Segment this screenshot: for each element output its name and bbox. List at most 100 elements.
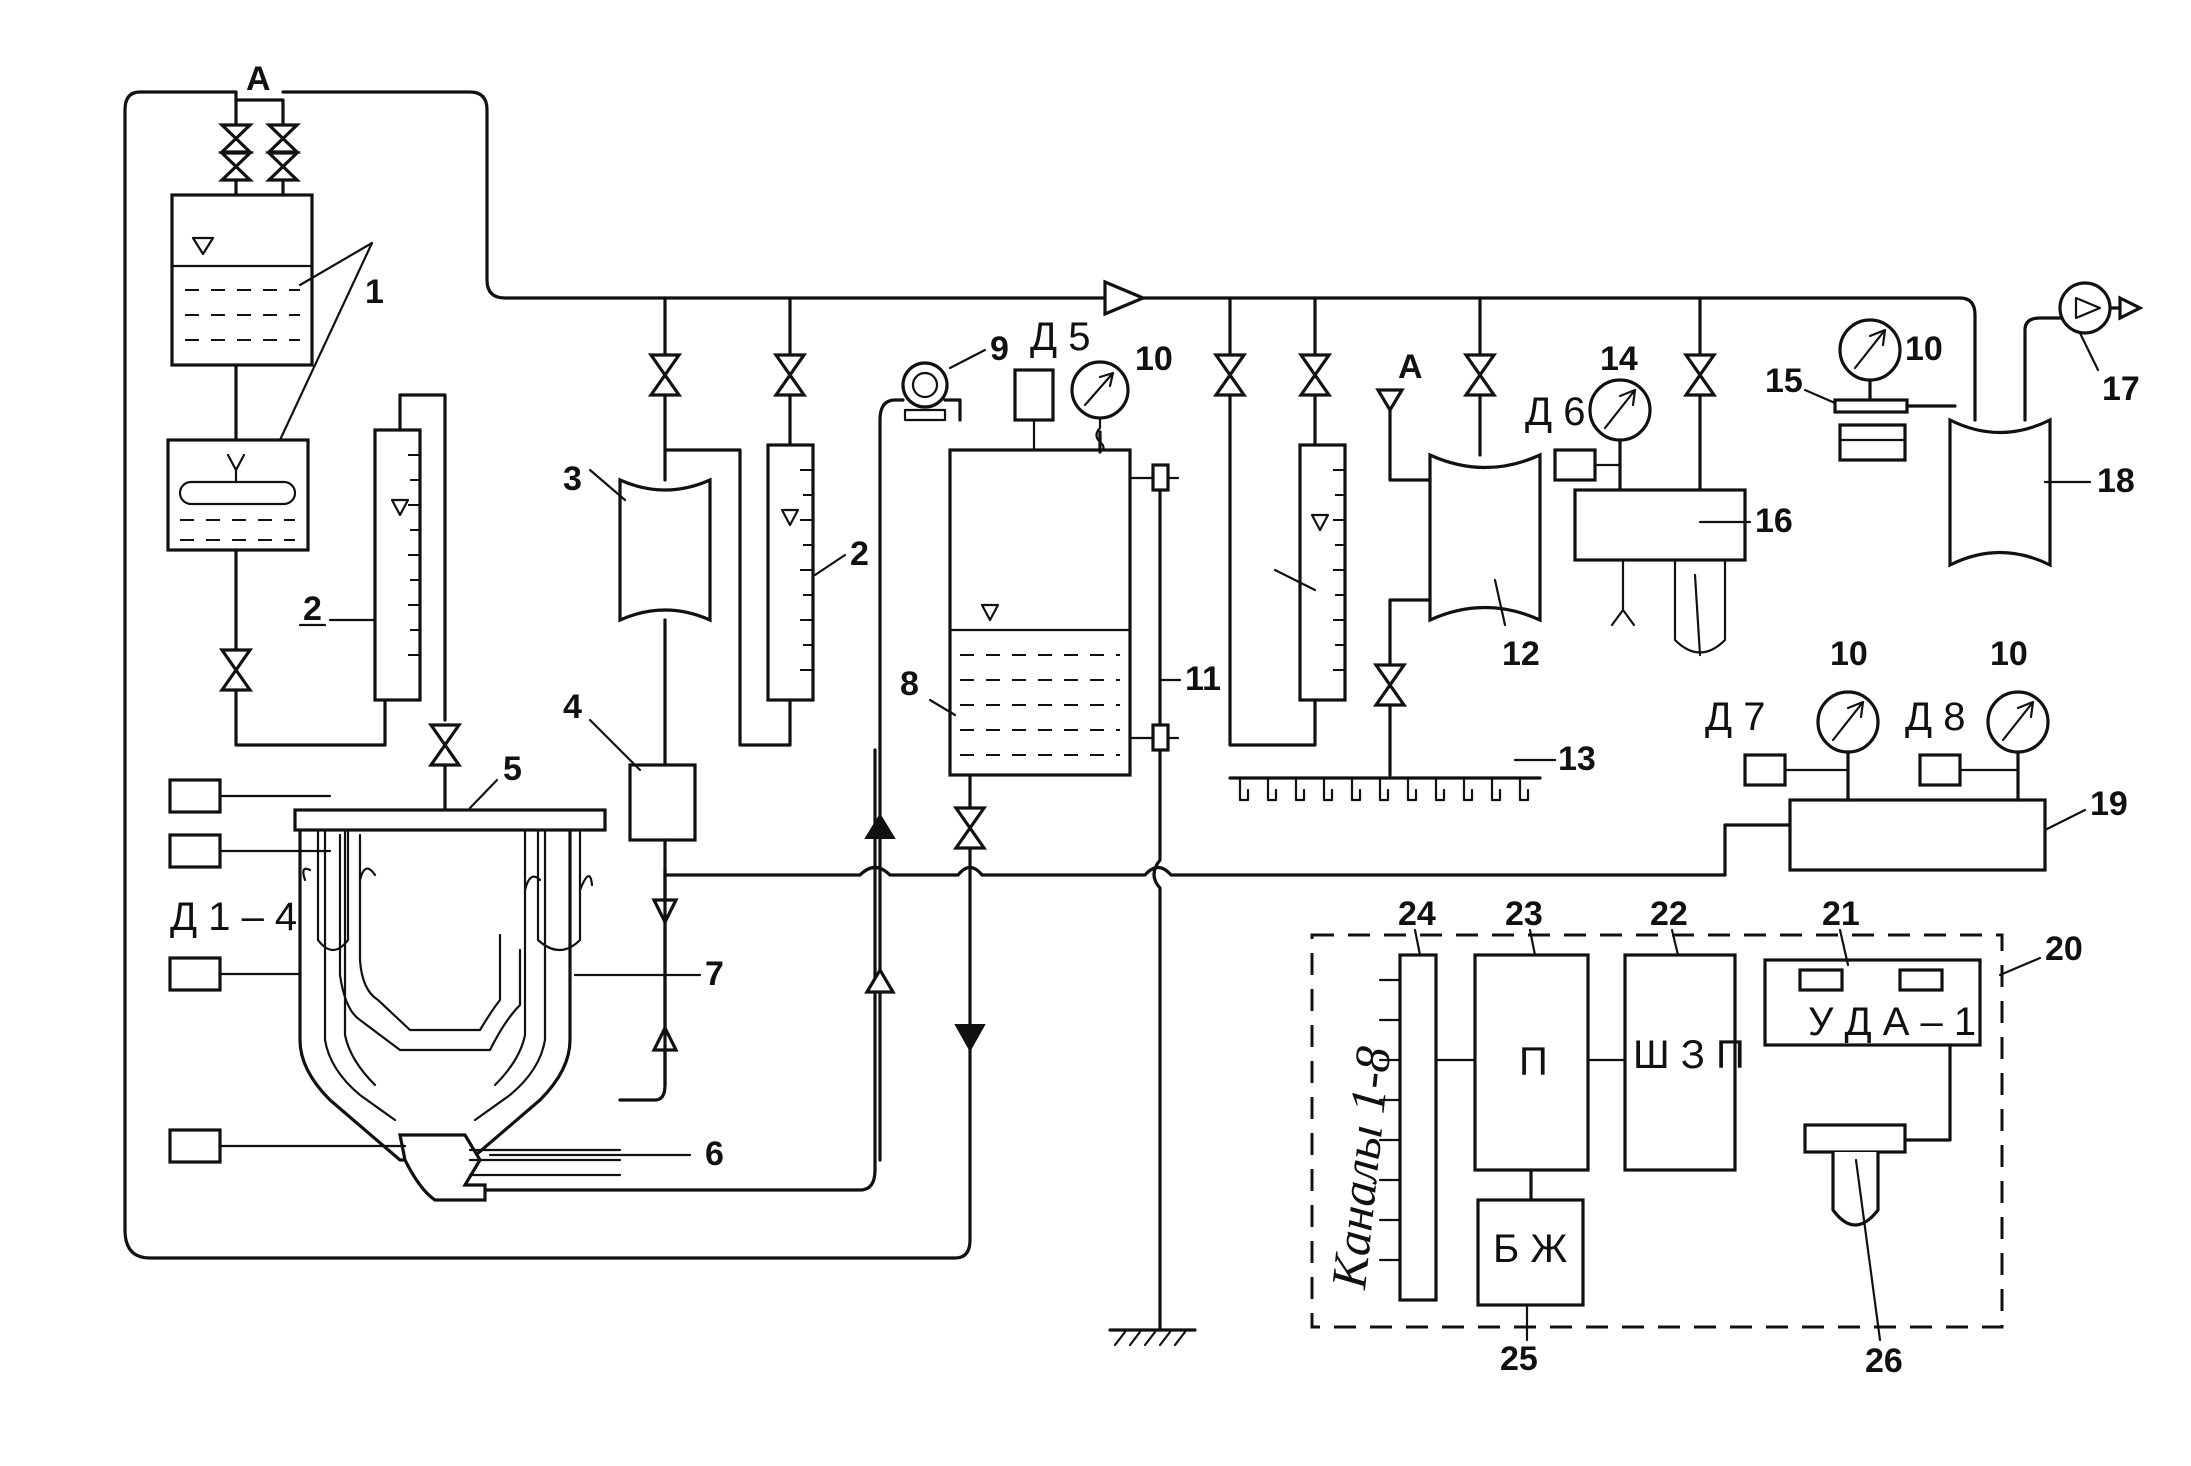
gauge-10-tank xyxy=(1070,360,1130,420)
float-tank-liquid xyxy=(180,519,295,541)
block-25-bzh xyxy=(1476,1198,1585,1307)
inlet-a-icon xyxy=(1375,388,1405,414)
vessel-lid xyxy=(293,808,607,832)
main-top-pipeline xyxy=(123,90,1977,1260)
label-22: 22 xyxy=(1650,895,1688,933)
rotameter-middle-scale xyxy=(800,469,813,671)
sensor-d1 xyxy=(168,778,222,814)
rotameter-left xyxy=(373,428,422,702)
valve-16-icon xyxy=(1682,353,1718,397)
label-block-uda: У Д А – 1 xyxy=(1808,1000,1976,1044)
level-sensor-bottom xyxy=(1151,723,1170,752)
rotameter-left-scale xyxy=(408,454,420,656)
tank-valve-left-icon xyxy=(218,123,254,154)
tank-8-liquid xyxy=(960,654,1120,756)
block-19 xyxy=(1788,798,2047,872)
sensor-d5 xyxy=(1013,368,1055,422)
label-block-shzp: Ш З П xyxy=(1633,1033,1745,1077)
arrow-up-solid-icon xyxy=(864,813,896,839)
label-5: 5 xyxy=(503,750,522,788)
float-tank-valve-icon xyxy=(218,648,254,692)
arrow-down-solid-icon xyxy=(954,1024,986,1053)
sensor-d7 xyxy=(1743,753,1787,787)
valve-12-bottom-icon xyxy=(1372,663,1408,707)
tank-8 xyxy=(948,448,1132,777)
block-16 xyxy=(1573,488,1747,562)
label-d1-4: Д 1 – 4 xyxy=(170,895,297,939)
pump-9 xyxy=(901,361,949,409)
label-9: 9 xyxy=(990,330,1009,368)
manifold-13 xyxy=(1228,776,1542,802)
block-15 xyxy=(1833,398,1909,414)
label-d8: Д 8 xyxy=(1905,695,1965,739)
label-18: 18 xyxy=(2097,462,2135,500)
label-10-d7: 10 xyxy=(1830,635,1868,673)
label-19: 19 xyxy=(2090,785,2128,823)
label-7: 7 xyxy=(705,955,724,993)
label-23: 23 xyxy=(1505,895,1543,933)
label-10-tank: 10 xyxy=(1135,340,1173,378)
label-20: 20 xyxy=(2045,930,2083,968)
level-sensor-top xyxy=(1151,463,1170,492)
ground-symbol xyxy=(1108,1328,1197,1347)
label-17: 17 xyxy=(2102,370,2140,408)
exhaust-arrow-icon xyxy=(2118,295,2144,321)
level-marker xyxy=(191,236,215,256)
top-flow-arrow xyxy=(1103,279,1148,317)
rotameter-middle xyxy=(766,443,815,702)
block-22-shzp xyxy=(1623,953,1737,1172)
rotameter-right-scale xyxy=(1333,469,1345,671)
label-block-bzh: Б Ж xyxy=(1493,1227,1567,1271)
valve-3-top-icon xyxy=(647,353,683,397)
label-2-middle: 2 xyxy=(850,535,869,573)
label-21: 21 xyxy=(1822,895,1860,933)
label-1: 1 xyxy=(365,273,384,311)
filter-18 xyxy=(1948,417,2052,568)
label-6: 6 xyxy=(705,1135,724,1173)
label-a-right: А xyxy=(1398,348,1423,386)
sensor-d3 xyxy=(168,956,222,992)
label-12: 12 xyxy=(1502,635,1540,673)
label-26: 26 xyxy=(1865,1342,1903,1380)
float xyxy=(178,480,297,506)
test-tube-right xyxy=(536,828,582,952)
valve-right-1-icon xyxy=(1212,353,1248,397)
float-tank xyxy=(166,438,310,552)
arrow-up-open-icon xyxy=(864,966,896,994)
vacuum-pump-17 xyxy=(2058,281,2112,335)
label-channels-1-8: Каналы 1-8 xyxy=(1320,1044,1401,1292)
rotameter-right xyxy=(1298,443,1347,702)
label-3: 3 xyxy=(563,460,582,498)
sensor-d4 xyxy=(168,1128,222,1164)
label-13: 13 xyxy=(1558,740,1596,778)
upper-tank-liquid xyxy=(185,289,300,341)
inner-tubes xyxy=(302,833,594,1052)
label-15: 15 xyxy=(1765,362,1803,400)
measurement-unit-20 xyxy=(1310,933,2004,1329)
valve-right-2-icon xyxy=(1297,353,1333,397)
uda-indicator-left xyxy=(1798,968,1844,992)
label-8: 8 xyxy=(900,665,919,703)
label-a-top: А xyxy=(246,60,271,98)
tank-8-valve-icon xyxy=(952,806,988,850)
probe-holder-26 xyxy=(1803,1123,1907,1154)
label-10-top-right: 10 xyxy=(1905,330,1943,368)
label-d7: Д 7 xyxy=(1705,695,1765,739)
sensor-d6 xyxy=(1553,448,1597,482)
label-2-left: 2 xyxy=(303,590,322,628)
test-tube-left xyxy=(316,828,350,952)
valve-12-top-icon xyxy=(1462,353,1498,397)
tank-valve-right-icon xyxy=(265,123,301,154)
label-16: 16 xyxy=(1755,502,1793,540)
sensor-d2 xyxy=(168,833,222,869)
label-d5: Д 5 xyxy=(1030,315,1090,359)
label-block-p: П xyxy=(1519,1040,1548,1084)
weights-15 xyxy=(1838,423,1907,462)
mixer-body xyxy=(398,1133,487,1202)
label-10-d8: 10 xyxy=(1990,635,2028,673)
middle-horizontal-pipe xyxy=(663,823,1792,877)
label-d6: Д 6 xyxy=(1525,390,1585,434)
label-4: 4 xyxy=(563,688,582,726)
rotameter-left-valve-icon xyxy=(427,723,463,767)
probe-26 xyxy=(1831,1152,1880,1227)
